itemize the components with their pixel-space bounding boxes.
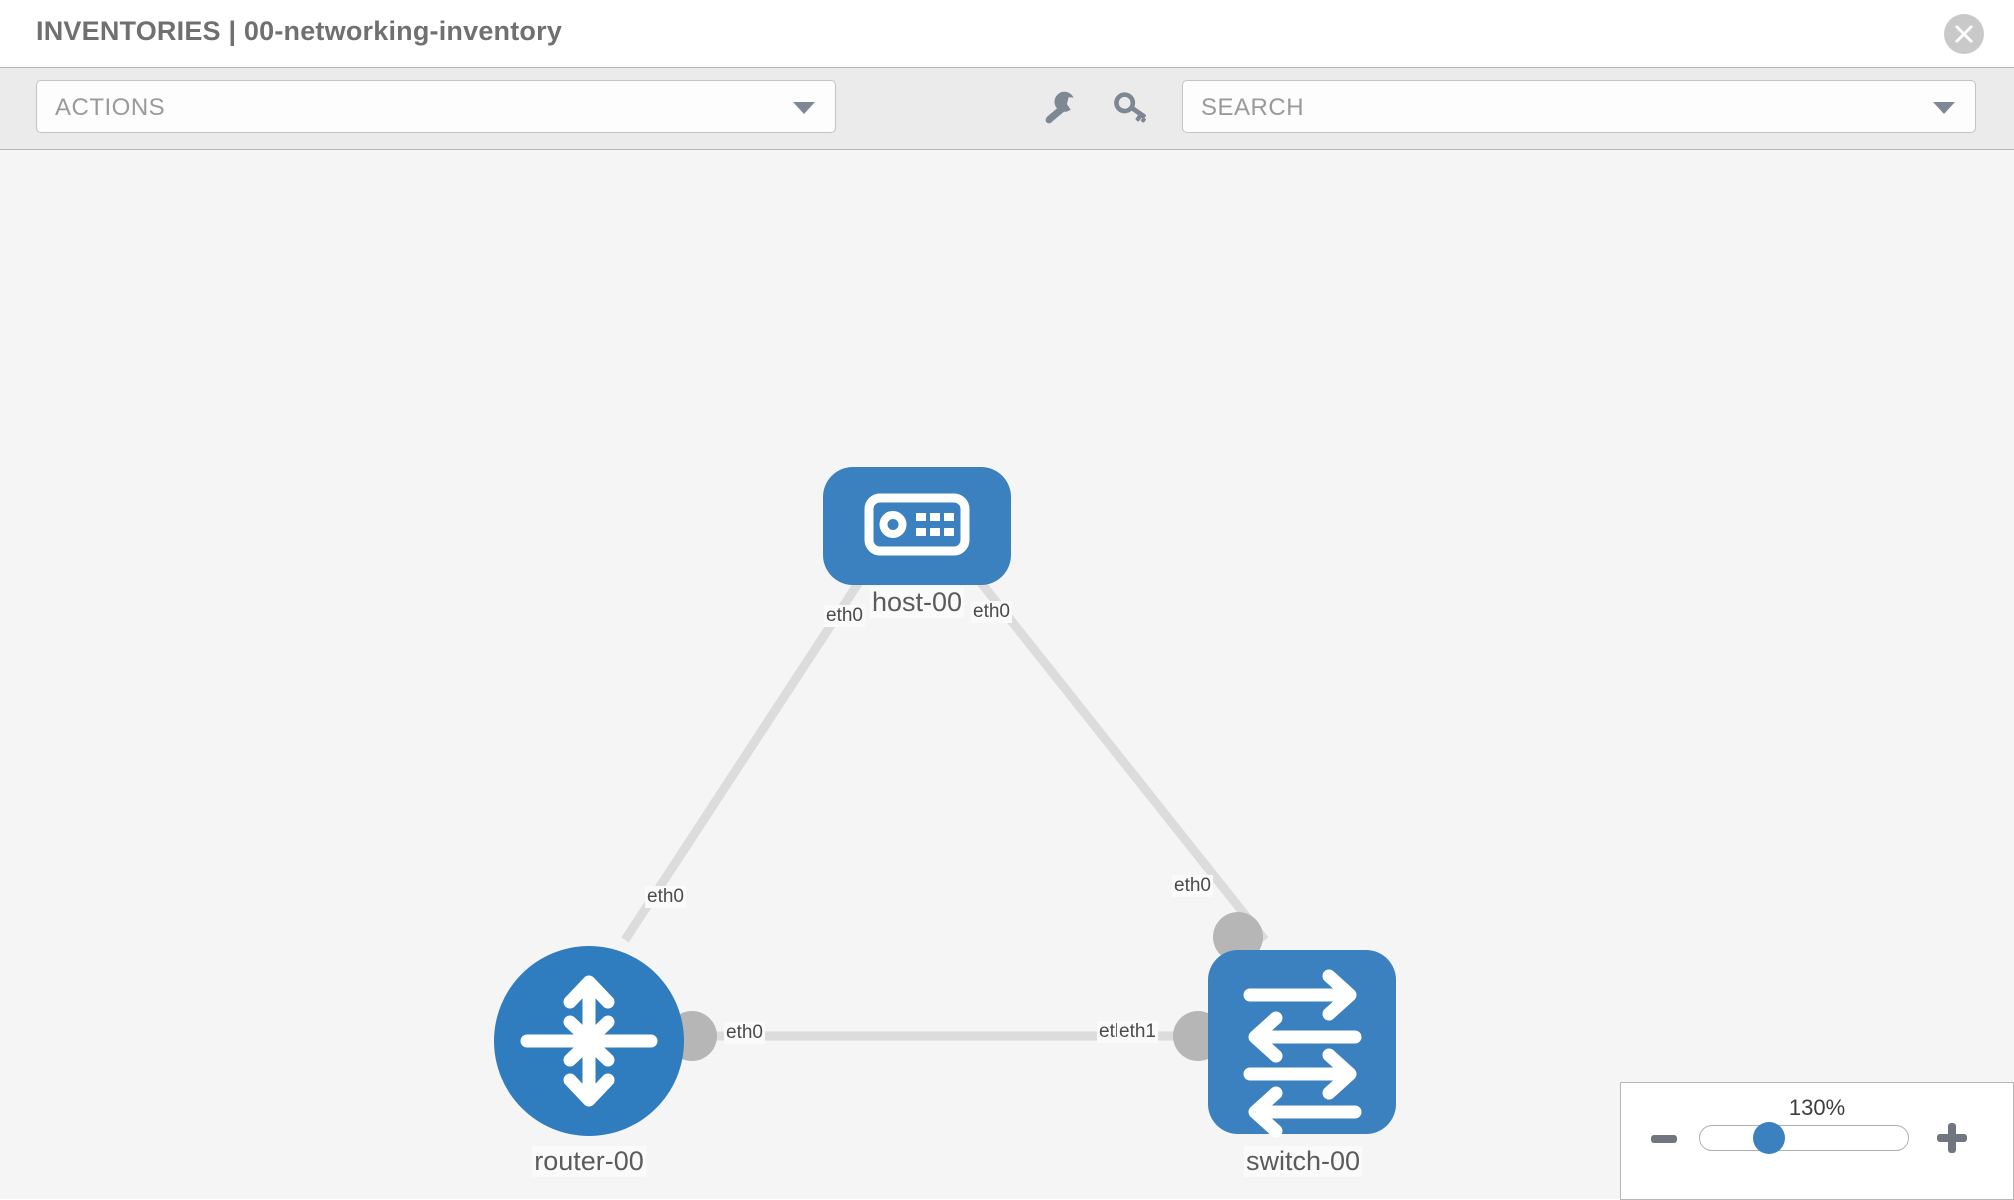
node-router-00[interactable] bbox=[494, 946, 684, 1136]
key-icon bbox=[1114, 92, 1146, 123]
node-label-router-00: router-00 bbox=[532, 1146, 646, 1177]
topology-endpoints bbox=[667, 528, 1263, 1061]
node-label-switch-00: switch-00 bbox=[1243, 1146, 1363, 1177]
actions-dropdown-label: ACTIONS bbox=[55, 94, 166, 121]
search-input[interactable]: SEARCH bbox=[1182, 80, 1976, 133]
close-icon bbox=[1955, 25, 1973, 43]
topology-canvas[interactable]: host-00 router-00 switch-00 eth0 eth0 et… bbox=[0, 150, 2014, 1199]
zoom-control-panel: 130% bbox=[1620, 1082, 2014, 1200]
node-host-00[interactable] bbox=[823, 467, 1011, 585]
iface-label-switch00-eth0-uplink: eth0 bbox=[1172, 875, 1213, 897]
chevron-down-icon bbox=[793, 102, 815, 114]
page-title: INVENTORIES | 00-networking-inventory bbox=[36, 16, 563, 46]
search-placeholder: SEARCH bbox=[1201, 94, 1305, 121]
iface-label-host00-eth0-right: eth0 bbox=[971, 601, 1012, 623]
toolbar: ACTIONS SEARCH bbox=[0, 68, 2014, 150]
node-switch-00[interactable] bbox=[1208, 950, 1396, 1138]
wrench-button[interactable] bbox=[1038, 86, 1082, 130]
zoom-in-button[interactable] bbox=[1937, 1123, 1967, 1153]
zoom-level-value: 130% bbox=[1788, 1095, 1846, 1120]
switch-icon bbox=[1243, 969, 1362, 1138]
key-button[interactable] bbox=[1110, 86, 1154, 130]
zoom-out-button[interactable] bbox=[1651, 1135, 1677, 1143]
node-label-host-00: host-00 bbox=[869, 587, 965, 618]
endpoint-switch00-eth0[interactable] bbox=[1213, 912, 1263, 962]
iface-label-host00-eth0-left: eth0 bbox=[824, 605, 865, 627]
actions-dropdown[interactable]: ACTIONS bbox=[36, 80, 836, 133]
topology-graph bbox=[494, 467, 1396, 1138]
topology-links bbox=[621, 547, 1269, 1041]
iface-label-router00-eth0: eth0 bbox=[724, 1022, 765, 1044]
search-chevron-down-icon bbox=[1933, 102, 1955, 114]
close-button[interactable] bbox=[1944, 14, 1984, 54]
iface-label-router00-eth0-uplink: eth0 bbox=[645, 886, 686, 908]
wrench-icon bbox=[1045, 91, 1074, 124]
zoom-slider-thumb[interactable] bbox=[1753, 1122, 1785, 1154]
zoom-slider-track[interactable] bbox=[1699, 1125, 1909, 1151]
router-icon bbox=[520, 975, 658, 1107]
iface-label-switch00-eth1: eth1 bbox=[1117, 1021, 1158, 1043]
server-icon bbox=[864, 493, 970, 556]
page-header: INVENTORIES | 00-networking-inventory bbox=[0, 0, 2014, 68]
